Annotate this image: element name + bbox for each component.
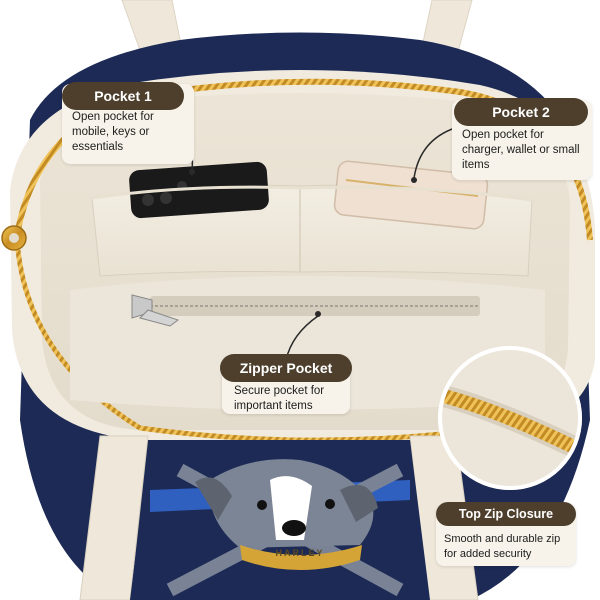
zipper-pull-silver [131, 294, 180, 327]
front-left-handle [79, 435, 149, 600]
callout-title: Pocket 2 [454, 98, 588, 126]
callout-title: Zipper Pocket [220, 354, 352, 382]
callout-pocket-2: Pocket 2 Open pocket for charger, wallet… [452, 98, 592, 180]
callout-description: Secure pocket for important items [234, 385, 325, 412]
callout-description: Smooth and durable zip for added securit… [444, 533, 561, 560]
callout-title: Top Zip Closure [436, 502, 576, 526]
callout-title: Pocket 1 [62, 82, 184, 110]
callout-zipper-pocket: Zipper Pocket Secure pocket for importan… [220, 354, 352, 414]
dog-illustration [195, 459, 378, 570]
callout-description: Open pocket for charger, wallet or small… [462, 129, 580, 171]
dog-collar-text: HARLEY [275, 548, 324, 558]
zip-closeup-circle [438, 346, 582, 490]
callout-top-zip-closure: Top Zip Closure Smooth and durable zip f… [436, 502, 576, 566]
callout-description: Open pocket for mobile, keys or essentia… [72, 111, 154, 153]
phone-image [129, 161, 269, 219]
callout-pocket-1: Pocket 1 Open pocket for mobile, keys or… [62, 82, 194, 164]
